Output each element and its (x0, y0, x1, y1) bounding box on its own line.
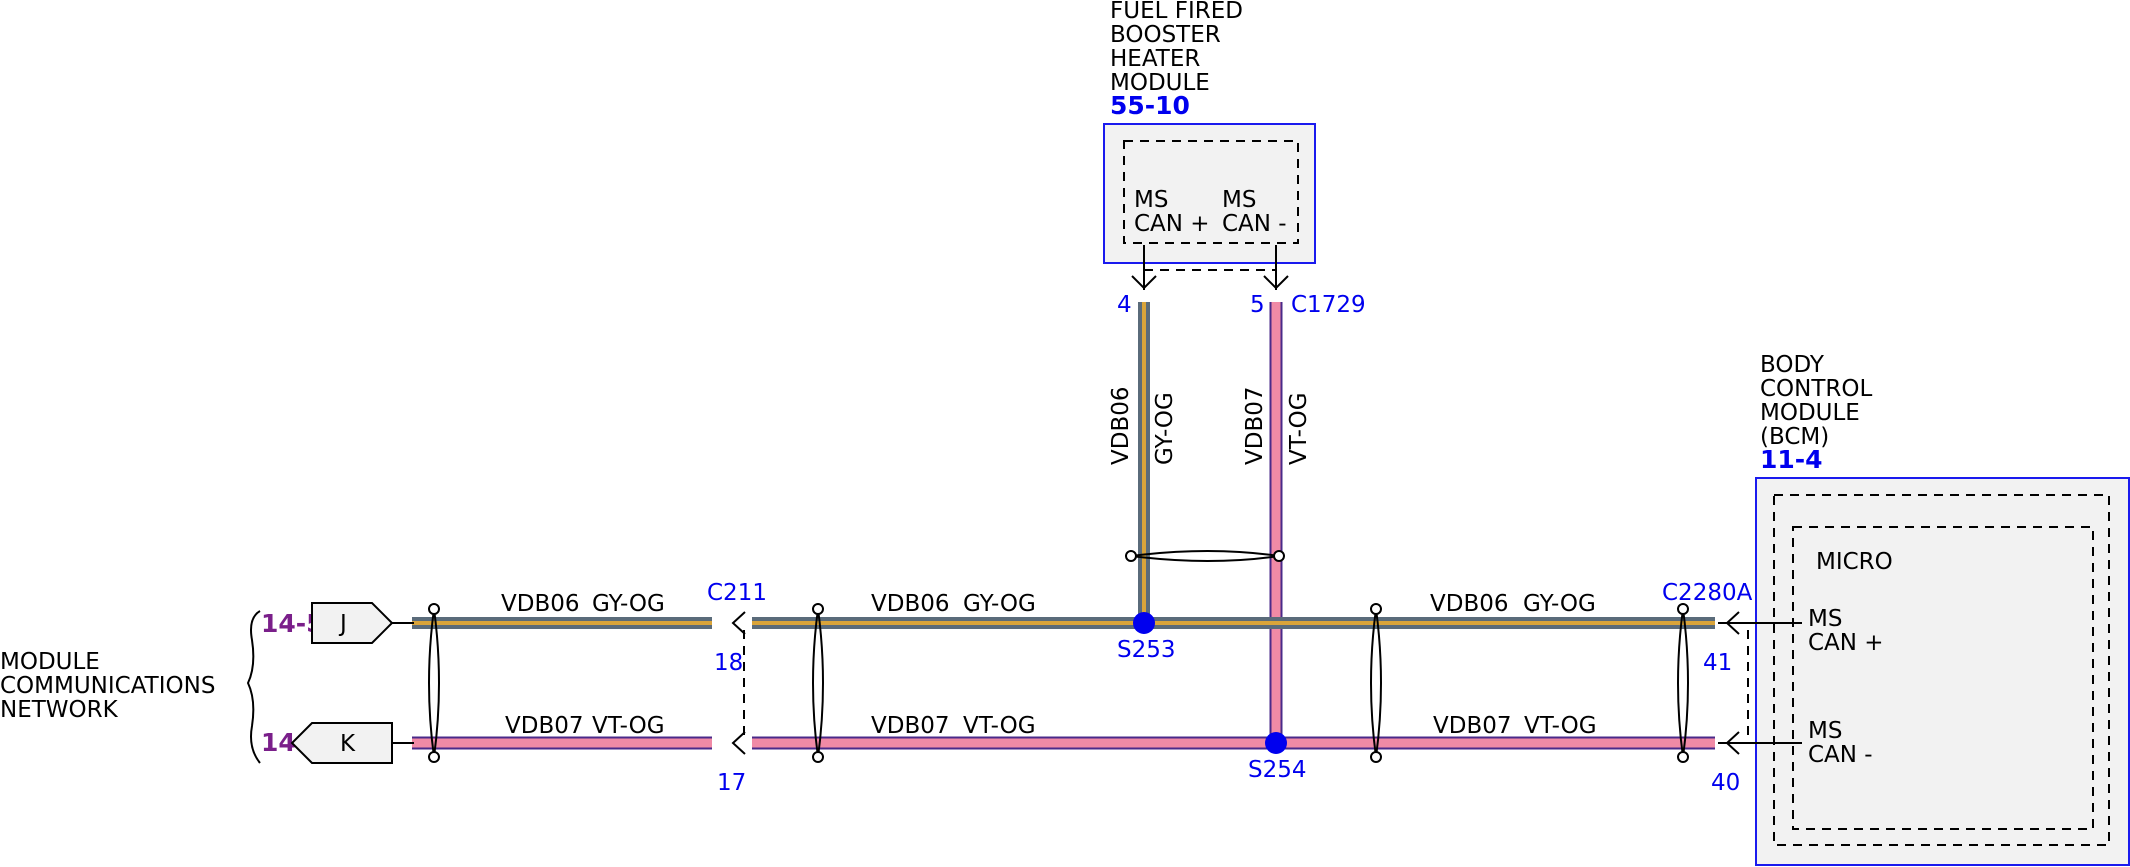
connector-arrow-4 (1131, 275, 1157, 290)
heater-pin-minus-line-2: CAN - (1222, 211, 1287, 237)
connector-c211-label: C211 (707, 580, 767, 606)
network-title-line-3: NETWORK (0, 697, 119, 723)
network-title-line-2: COMMUNICATIONS (0, 673, 215, 699)
heater-pin-plus-line-1: MS (1134, 187, 1168, 213)
splice-s254-label: S254 (1248, 757, 1307, 783)
heater-title-line-3: HEATER (1110, 46, 1200, 72)
network-tag-k: K (340, 731, 356, 757)
wire-label-vdb06-mid-circuit: VDB06 (871, 591, 950, 617)
connector-c211[interactable]: C211 18 17 (707, 580, 767, 796)
vertical-twist-end-left (1125, 550, 1137, 562)
bcm-page-ref[interactable]: 11-4 (1760, 445, 1823, 474)
wire-label-vdb07-right-color: VT-OG (1524, 713, 1597, 739)
bcm-title-line-1: BODY (1760, 352, 1825, 378)
bcm-module-box (1755, 477, 2130, 866)
wire-label-vdb07-mid-color: VT-OG (963, 713, 1036, 739)
heater-module-box (1103, 123, 1316, 264)
bcm-pin-plus-line-1: MS (1808, 606, 1842, 632)
wire-label-vdb07-mid-circuit: VDB07 (871, 713, 950, 739)
heater-pin-num-minus: 5 (1250, 292, 1265, 318)
wire-label-vdb07-left-color: VT-OG (592, 713, 665, 739)
vertical-twist-end-right (1273, 550, 1285, 562)
bcm-dashed-box-outer (1773, 494, 2110, 846)
heater-page-ref[interactable]: 55-10 (1110, 91, 1190, 120)
twist-symbol-4 (1677, 603, 1689, 763)
body-control-module: BODY CONTROL MODULE (BCM) 11-4 MICRO MS … (1662, 352, 2130, 866)
c211-arrow-bottom (731, 731, 746, 755)
vertical-vdb07-color: VT-OG (1286, 392, 1312, 465)
wire-label-vdb06-mid-color: GY-OG (963, 591, 1036, 617)
wire-label-vdb07-right-circuit: VDB07 (1433, 713, 1512, 739)
splice-s253[interactable] (1133, 612, 1155, 634)
fuel-fired-heater-module: FUEL FIRED BOOSTER HEATER MODULE 55-10 M… (1103, 0, 1366, 318)
module-communications-network: MODULE COMMUNICATIONS NETWORK 14-5 14-5 … (0, 602, 414, 764)
bcm-pin-minus-line-1: MS (1808, 718, 1842, 744)
network-tag-k-shape[interactable] (290, 722, 393, 764)
vertical-vdb06-circuit: VDB06 (1108, 387, 1134, 466)
network-brace (246, 610, 261, 764)
vertical-vdb06-color: GY-OG (1152, 392, 1178, 465)
bcm-micro-label: MICRO (1816, 549, 1893, 575)
twist-symbol-1 (428, 603, 440, 763)
heater-title-line-1: FUEL FIRED (1110, 0, 1243, 24)
horizontal-wires: VDB06 GY-OG VDB06 GY-OG VDB06 GY-OG VDB0… (412, 591, 1715, 783)
c2280a-arrow-top (1725, 611, 1740, 635)
c211-arrow-top (731, 611, 746, 635)
connector-arrow-5 (1263, 275, 1289, 290)
twist-symbol-2 (812, 603, 824, 763)
bcm-title-line-3: MODULE (1760, 400, 1860, 426)
wire-label-vdb06-right-color: GY-OG (1523, 591, 1596, 617)
c2280a-arrow-bottom (1725, 731, 1740, 755)
wire-label-vdb06-left-circuit: VDB06 (501, 591, 580, 617)
connector-c1729-label[interactable]: C1729 (1291, 292, 1366, 318)
bcm-pin-minus-line-2: CAN - (1808, 742, 1873, 768)
vertical-vdb07-circuit: VDB07 (1242, 387, 1268, 466)
heater-title-line-4: MODULE (1110, 70, 1210, 96)
bcm-pin-num-minus: 40 (1711, 770, 1740, 796)
wire-label-vdb06-right-circuit: VDB06 (1430, 591, 1509, 617)
bcm-title-line-2: CONTROL (1760, 376, 1873, 402)
wire-label-vdb07-left-circuit: VDB07 (505, 713, 584, 739)
bcm-pin-plus-line-2: CAN + (1808, 630, 1884, 656)
splice-s253-label: S253 (1117, 637, 1176, 663)
heater-title-line-2: BOOSTER (1110, 22, 1221, 48)
twist-symbol-3 (1370, 603, 1382, 763)
heater-inner-dashed-box (1123, 140, 1299, 244)
vertical-twist-symbol (1130, 550, 1280, 562)
c211-pin-bottom: 17 (717, 770, 746, 796)
heater-pin-minus-line-1: MS (1222, 187, 1256, 213)
bcm-dashed-box-micro (1792, 526, 2094, 830)
bcm-pin-num-plus: 41 (1703, 650, 1732, 676)
network-tag-j: J (338, 611, 347, 637)
network-title-line-1: MODULE (0, 649, 100, 675)
splice-s254[interactable] (1265, 732, 1287, 754)
heater-pin-num-plus: 4 (1117, 292, 1132, 318)
network-tag-j-shape[interactable] (311, 602, 394, 644)
connector-c2280a-label[interactable]: C2280A (1662, 580, 1753, 606)
c211-pin-top: 18 (714, 650, 743, 676)
bcm-title-line-4: (BCM) (1760, 424, 1829, 450)
heater-pin-plus-line-2: CAN + (1134, 211, 1210, 237)
vertical-wires: VDB06 GY-OG VDB07 VT-OG (1108, 302, 1312, 743)
wire-label-vdb06-left-color: GY-OG (592, 591, 665, 617)
